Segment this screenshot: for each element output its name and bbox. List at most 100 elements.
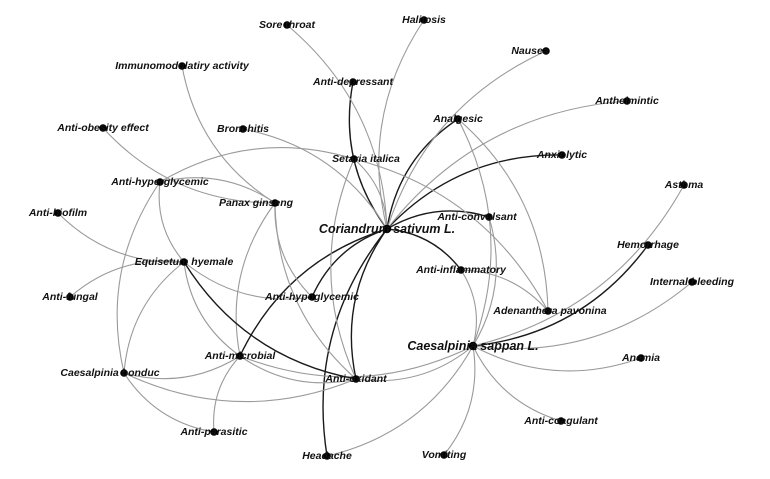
node-bronchitis: Bronchitis <box>217 123 269 135</box>
edge-caesalpinia-bonduc-equisetum <box>123 261 185 374</box>
edge-panax-anti-hyperglycemic <box>159 177 276 204</box>
edge-panax-anti-hypoglycemic <box>274 202 313 298</box>
edge-panax-immuno <box>181 65 276 204</box>
edge-caesalpinia-sappan-anti-convulsant <box>472 216 497 347</box>
edge-equisetum-anti-biofilm <box>57 212 185 263</box>
node-label-sore-throat: Sore throat <box>259 19 316 31</box>
edge-caesalpinia-sappan-anemia <box>472 345 642 372</box>
node-anti-hyperglycemic: Anti-hyperglycemic <box>110 176 209 188</box>
edge-anti-microbial-anti-parasitic <box>213 355 241 433</box>
node-sore-throat: Sore throat <box>259 19 316 31</box>
node-dot-asthma <box>680 181 688 189</box>
node-label-anti-hyperglycemic: Anti-hyperglycemic <box>110 176 209 188</box>
edge-equisetum-anti-fungal <box>69 260 185 298</box>
node-label-asthma: Asthma <box>664 179 704 191</box>
edge-coriandrum-anti-oxidant <box>350 228 388 380</box>
node-anthelmintic: Anthelmintic <box>594 95 659 107</box>
node-dot-nausea <box>542 47 550 55</box>
node-label-anthelmintic: Anthelmintic <box>594 95 659 107</box>
node-anemia: Anemia <box>621 352 660 364</box>
edge-caesalpinia-sappan-internal-bleeding <box>472 281 693 350</box>
node-label-caesalpinia-bonduc: Caesalpinia bonduc <box>60 367 159 379</box>
node-label-anti-biofilm: Anti-biofilm <box>28 207 87 219</box>
node-label-headache: Headache <box>302 450 352 462</box>
node-dot-anti-fungal <box>66 293 74 301</box>
edge-anti-microbial-anti-oxidant <box>239 355 357 384</box>
node-dot-anti-hypoglycemic <box>308 293 316 301</box>
node-dot-anti-microbial <box>236 352 244 360</box>
node-headache: Headache <box>302 450 352 462</box>
edge-adenanthera-analgesic <box>457 118 549 312</box>
node-anti-parasitic: Anti-parasitic <box>179 426 247 438</box>
node-anti-microbial: Anti-microbial <box>204 350 277 362</box>
node-label-immuno: Immunomodulatiry activity <box>115 60 250 72</box>
node-anxiolytic: Anxiolytic <box>536 149 587 161</box>
node-dot-internal-bleeding <box>688 278 696 286</box>
edge-setaria-anti-oxidant <box>330 158 357 380</box>
node-dot-headache <box>323 452 331 460</box>
node-hemorrhage: Hemorrhage <box>617 239 679 251</box>
node-anti-fungal: Anti-fungal <box>41 291 98 303</box>
node-label-anti-obesity: Anti-obesity effect <box>56 122 149 134</box>
edge-panax-anti-microbial <box>235 202 276 357</box>
edge-layer <box>57 19 693 457</box>
edge-adenanthera-anti-inflammatory <box>460 269 549 312</box>
edge-coriandrum-headache <box>322 228 388 457</box>
node-label-anti-fungal: Anti-fungal <box>41 291 98 303</box>
node-dot-anemia <box>637 354 645 362</box>
node-dot-anti-inflammatory <box>457 266 465 274</box>
edge-caesalpinia-sappan-anti-oxidant <box>355 345 474 382</box>
node-layer: Coriandrum sativum L.Caesalpinia sappan … <box>28 14 735 462</box>
node-label-anti-microbial: Anti-microbial <box>204 350 277 362</box>
node-label-anti-hypoglycemic: Anti-hypoglycemic <box>264 291 359 303</box>
edge-coriandrum-nausea <box>386 50 547 230</box>
node-dot-equisetum <box>180 258 188 266</box>
edge-coriandrum-anthelmintic <box>386 100 628 230</box>
node-label-equisetum: Equisetum hyemale <box>135 256 234 268</box>
node-dot-analgesic <box>454 115 462 123</box>
node-anti-depressant: Anti-depressant <box>312 76 393 88</box>
node-dot-anti-oxidant <box>352 375 360 383</box>
edge-coriandrum-analgesic <box>386 118 459 230</box>
node-anti-inflammatory: Anti-inflammatory <box>415 264 507 276</box>
node-label-anemia: Anemia <box>621 352 660 364</box>
edge-setaria-adenanthera <box>353 158 549 312</box>
edge-coriandrum-anti-inflammatory <box>386 228 462 271</box>
node-dot-halitosis <box>420 16 428 24</box>
node-label-anxiolytic: Anxiolytic <box>536 149 587 161</box>
node-label-anti-depressant: Anti-depressant <box>312 76 393 88</box>
edge-coriandrum-anti-microbial <box>239 228 388 357</box>
edge-panax-anti-obesity <box>102 127 276 204</box>
edge-coriandrum-bronchitis <box>242 128 388 230</box>
node-vomiting: Vomiting <box>422 449 467 461</box>
edge-equisetum-anti-oxidant <box>183 261 357 380</box>
node-dot-anthelmintic <box>623 97 631 105</box>
node-label-anti-oxidant: Anti-oxidant <box>324 373 387 385</box>
node-label-anti-parasitic: Anti-parasitic <box>179 426 247 438</box>
node-dot-panax <box>271 199 279 207</box>
node-setaria: Setaria italica <box>332 153 400 165</box>
edge-coriandrum-halitosis <box>378 19 425 230</box>
node-label-analgesic: Analgesic <box>432 113 483 125</box>
node-internal-bleeding: Internal bleeding <box>650 276 735 288</box>
node-dot-anti-convulsant <box>485 213 493 221</box>
node-anti-biofilm: Anti-biofilm <box>28 207 87 219</box>
node-dot-vomiting <box>440 451 448 459</box>
node-dot-anti-depressant <box>349 78 357 86</box>
node-asthma: Asthma <box>664 179 704 191</box>
node-label-internal-bleeding: Internal bleeding <box>650 276 735 288</box>
node-anti-convulsant: Anti-convulsant <box>436 211 517 223</box>
edge-caesalpinia-sappan-headache <box>326 345 474 457</box>
node-caesalpinia-bonduc: Caesalpinia bonduc <box>60 367 159 379</box>
node-label-nausea: Nausea <box>511 45 549 57</box>
edge-equisetum-anti-microbial <box>183 261 241 357</box>
node-dot-anti-obesity <box>99 124 107 132</box>
node-label-hemorrhage: Hemorrhage <box>617 239 679 251</box>
edge-coriandrum-anti-convulsant <box>386 210 490 230</box>
edge-equisetum-anti-hypoglycemic <box>183 261 313 300</box>
node-dot-anxiolytic <box>558 151 566 159</box>
edge-caesalpinia-sappan-asthma <box>472 184 685 347</box>
node-anti-obesity: Anti-obesity effect <box>56 122 149 134</box>
node-dot-anti-coagulant <box>557 417 565 425</box>
node-anti-coagulant: Anti-coagulant <box>523 415 598 427</box>
